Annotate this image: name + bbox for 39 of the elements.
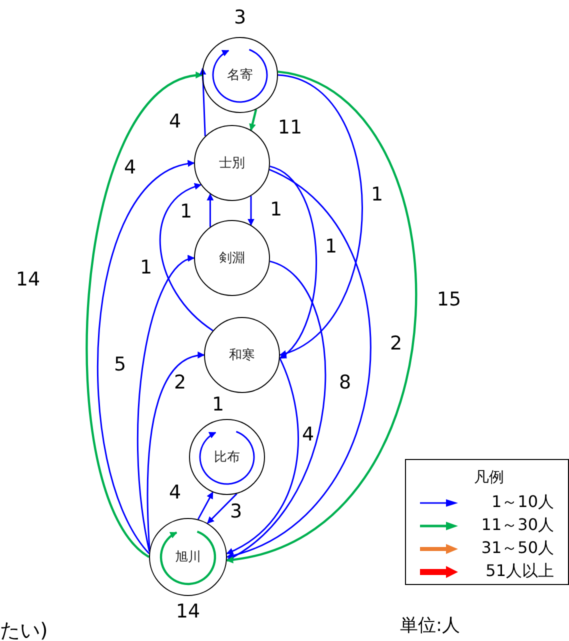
arrow bbox=[278, 74, 363, 356]
legend-text: 51人以上 bbox=[484, 561, 554, 582]
arrow bbox=[160, 184, 214, 332]
arrow bbox=[249, 109, 258, 131]
note-text: たい) bbox=[0, 620, 48, 640]
arrow bbox=[199, 68, 206, 136]
self-loop-arrow bbox=[199, 430, 255, 485]
legend-text: 31～50人 bbox=[480, 538, 554, 559]
arrow bbox=[270, 166, 317, 359]
station-name: 和寒 bbox=[229, 347, 255, 364]
self-loop-arrow bbox=[160, 530, 216, 586]
station-circle bbox=[194, 220, 270, 296]
arrow bbox=[206, 493, 238, 524]
station-circle bbox=[189, 419, 265, 495]
arrow bbox=[97, 161, 195, 554]
arrow bbox=[226, 358, 299, 554]
arrow bbox=[146, 352, 205, 550]
arrow bbox=[137, 256, 195, 552]
station-name: 比布 bbox=[214, 449, 240, 466]
legend-title: 凡例 bbox=[474, 470, 504, 485]
station-name: 名寄 bbox=[227, 67, 253, 84]
arrow bbox=[226, 260, 326, 562]
station-circle bbox=[149, 518, 227, 596]
station-name: 旭川 bbox=[175, 549, 201, 566]
arrow bbox=[226, 70, 417, 562]
arrow bbox=[248, 196, 254, 226]
station-circle bbox=[204, 317, 280, 393]
station-circle bbox=[202, 37, 278, 113]
unit-label: 単位:人 bbox=[400, 617, 460, 635]
legend-text: 1～10人 bbox=[490, 492, 554, 513]
station-name: 剣淵 bbox=[219, 250, 245, 267]
station-name: 士別 bbox=[219, 155, 245, 172]
legend-text: 11～30人 bbox=[480, 515, 554, 536]
self-loop-arrow bbox=[212, 48, 268, 103]
arrow bbox=[86, 73, 203, 558]
arrow bbox=[206, 193, 214, 227]
station-circle bbox=[194, 125, 270, 201]
arrow bbox=[197, 492, 214, 520]
arrow bbox=[226, 168, 371, 558]
